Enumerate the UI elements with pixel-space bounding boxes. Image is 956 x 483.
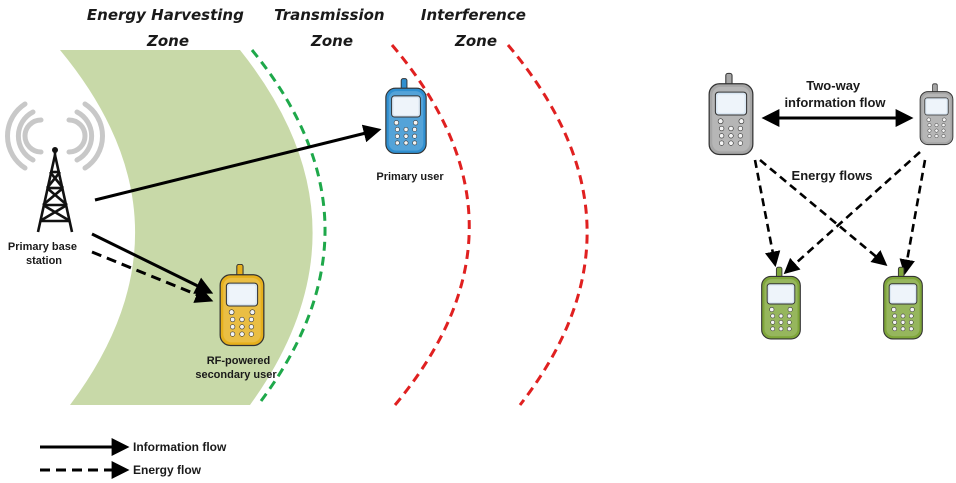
information-flow-to-primary-user (94, 124, 382, 202)
base-station-label: Primary base station (8, 241, 80, 267)
energy-flow-gray-left-to-green-right (759, 159, 888, 266)
energy-flow-gray-left-to-green-left (753, 159, 781, 268)
legend-energy-flow-label: Energy flow (133, 463, 202, 477)
legend: Information flow Energy flow (40, 438, 227, 479)
mobile-phone-icon (761, 266, 801, 340)
two-way-information-flow-label: Two-way information flow (784, 78, 886, 110)
transmission-zone-boundary (250, 49, 327, 406)
antenna-tower-icon (5, 101, 105, 233)
energy-harvesting-zone-title: Energy Harvesting Zone (87, 6, 249, 50)
primary-user-label: Primary user (376, 171, 444, 183)
interference-zone-title: Interference Zone (421, 6, 531, 50)
energy-harvesting-zone (60, 50, 313, 405)
mobile-phone-icon (883, 266, 923, 340)
interference-zone-boundary-outer (506, 44, 589, 406)
information-flow-to-secondary-user (91, 232, 214, 294)
interference-zone-boundary-inner (390, 44, 471, 406)
energy-flow-to-secondary-user (91, 250, 214, 303)
mobile-phone-icon (385, 78, 427, 155)
energy-flows-label: Energy flows (792, 168, 873, 183)
energy-flow-gray-right-to-green-right (899, 159, 927, 276)
legend-information-flow-label: Information flow (133, 440, 227, 454)
secondary-user-label: RF-powered secondary user (195, 355, 277, 381)
energy-flow-gray-right-to-green-left (783, 151, 921, 275)
mobile-phone-icon (708, 72, 754, 156)
mobile-phone-icon (919, 83, 954, 146)
mobile-phone-icon (219, 264, 265, 347)
transmission-zone-title: Transmission Zone (274, 6, 390, 50)
